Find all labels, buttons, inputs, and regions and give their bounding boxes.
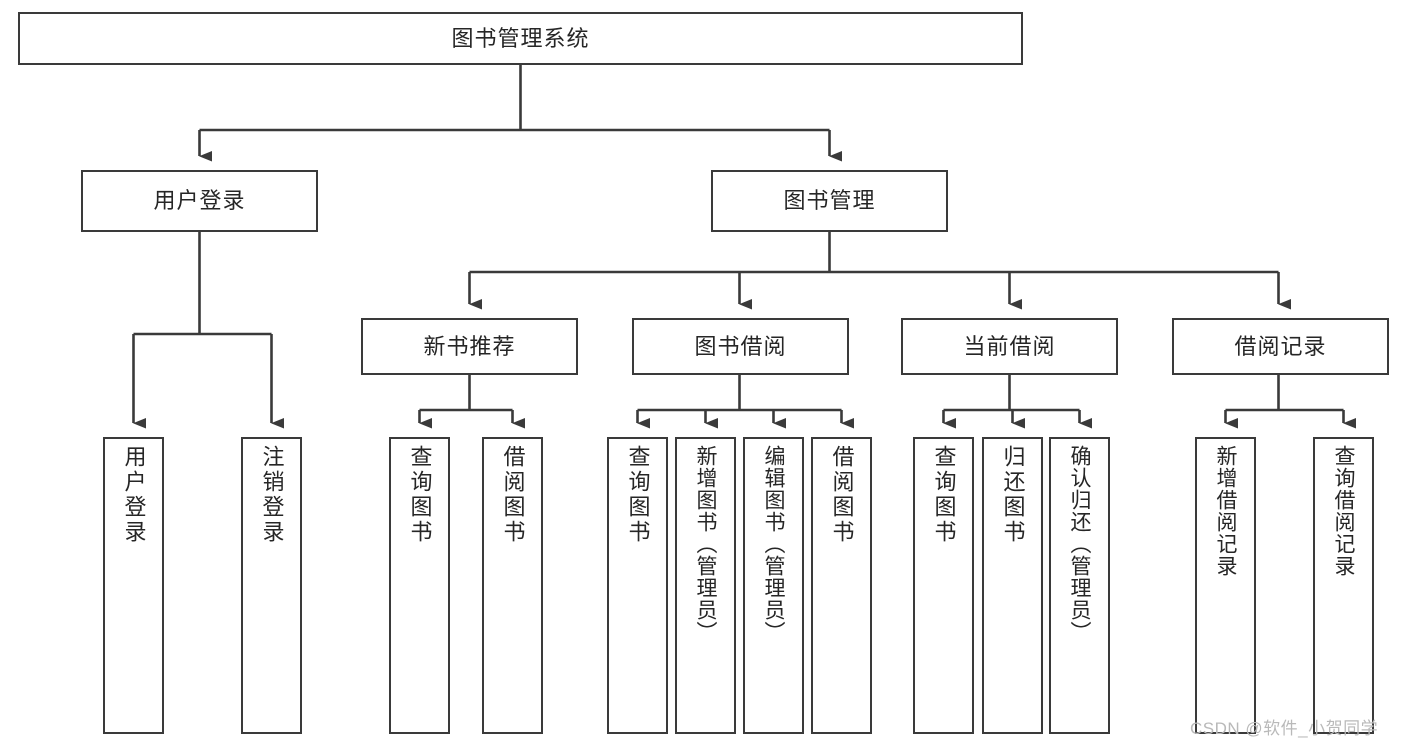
node-leaf-borrow-book-2-label: 借阅图书 — [829, 445, 855, 545]
node-leaf-borrow-book-1-label: 借阅图书 — [500, 445, 526, 545]
node-leaf-user-login-label: 用户登录 — [121, 445, 147, 545]
node-leaf-query-book-1-label: 查询图书 — [407, 445, 433, 545]
node-leaf-edit-book[interactable]: 编辑图书（管理员） — [743, 437, 804, 734]
node-leaf-logout[interactable]: 注销登录 — [241, 437, 302, 734]
node-current-borrow[interactable]: 当前借阅 — [901, 318, 1118, 375]
node-leaf-query-book-2[interactable]: 查询图书 — [607, 437, 668, 734]
node-leaf-return-book-label: 归还图书 — [1000, 445, 1026, 545]
node-leaf-confirm-return[interactable]: 确认归还（管理员） — [1049, 437, 1110, 734]
node-leaf-add-record[interactable]: 新增借阅记录 — [1195, 437, 1256, 734]
node-leaf-borrow-book-2[interactable]: 借阅图书 — [811, 437, 872, 734]
node-leaf-query-book-2-label: 查询图书 — [625, 445, 651, 545]
node-root[interactable]: 图书管理系统 — [18, 12, 1023, 65]
node-leaf-user-login[interactable]: 用户登录 — [103, 437, 164, 734]
node-leaf-query-record-label: 查询借阅记录 — [1332, 445, 1355, 577]
node-leaf-borrow-book-1[interactable]: 借阅图书 — [482, 437, 543, 734]
node-book-borrow[interactable]: 图书借阅 — [632, 318, 849, 375]
node-book-manage-label: 图书管理 — [783, 188, 876, 214]
node-user-login[interactable]: 用户登录 — [81, 170, 318, 232]
node-book-manage[interactable]: 图书管理 — [711, 170, 948, 232]
node-current-borrow-label: 当前借阅 — [963, 333, 1056, 359]
node-leaf-return-book[interactable]: 归还图书 — [982, 437, 1043, 734]
node-leaf-add-book-label: 新增图书（管理员） — [694, 445, 717, 643]
node-leaf-query-book-1[interactable]: 查询图书 — [389, 437, 450, 734]
node-leaf-logout-label: 注销登录 — [259, 445, 285, 545]
watermark-text: CSDN @软件_小贺同学 — [1190, 719, 1379, 738]
node-borrow-record[interactable]: 借阅记录 — [1172, 318, 1389, 375]
node-leaf-edit-book-label: 编辑图书（管理员） — [762, 445, 785, 643]
node-new-book-rec-label: 新书推荐 — [423, 333, 516, 359]
node-new-book-rec[interactable]: 新书推荐 — [361, 318, 578, 375]
node-leaf-query-record[interactable]: 查询借阅记录 — [1313, 437, 1374, 734]
node-leaf-add-book[interactable]: 新增图书（管理员） — [675, 437, 736, 734]
node-leaf-add-record-label: 新增借阅记录 — [1214, 445, 1237, 577]
node-borrow-record-label: 借阅记录 — [1234, 333, 1327, 359]
node-leaf-query-book-3-label: 查询图书 — [931, 445, 957, 545]
node-user-login-label: 用户登录 — [153, 188, 246, 214]
node-book-borrow-label: 图书借阅 — [694, 333, 787, 359]
node-leaf-query-book-3[interactable]: 查询图书 — [913, 437, 974, 734]
node-leaf-confirm-return-label: 确认归还（管理员） — [1068, 445, 1091, 643]
node-root-label: 图书管理系统 — [451, 25, 590, 51]
